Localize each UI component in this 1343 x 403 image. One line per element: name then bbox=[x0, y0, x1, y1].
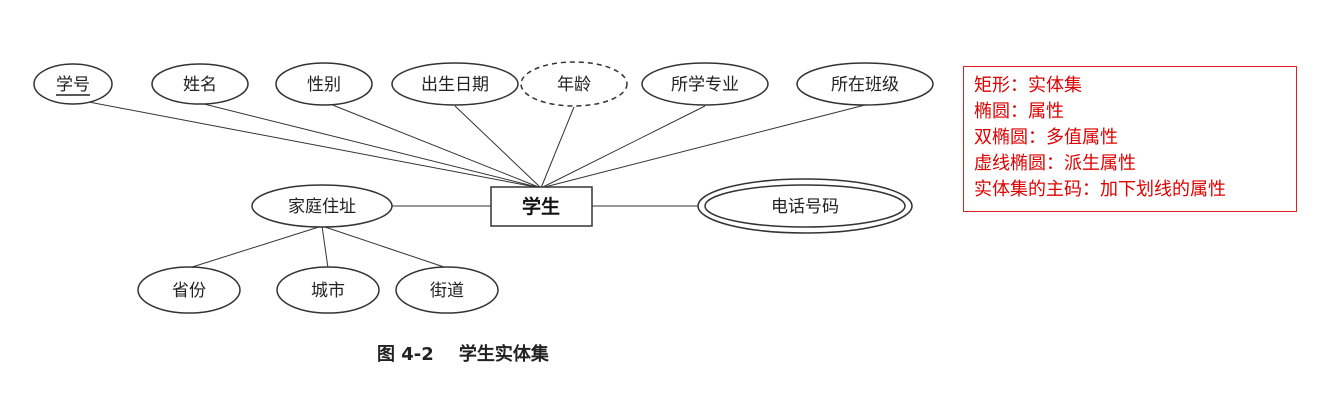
legend-box: 矩形：实体集 椭圆：属性 双椭圆：多值属性 虚线椭圆：派生属性 实体集的主码：加… bbox=[963, 66, 1297, 212]
connector-name bbox=[199, 102, 542, 189]
attribute-home-address-label: 家庭住址 bbox=[288, 197, 356, 217]
legend-double-ellipse-multivalued: 双椭圆：多值属性 bbox=[974, 127, 1118, 148]
attribute-phone: 电话号码 bbox=[697, 178, 913, 234]
connector-province bbox=[188, 225, 323, 269]
connector-street bbox=[321, 225, 448, 269]
attribute-street: 街道 bbox=[395, 266, 499, 314]
connector-age bbox=[540, 106, 575, 189]
connector-city bbox=[321, 225, 329, 269]
attribute-birth-date-label: 出生日期 bbox=[421, 75, 489, 95]
connector-lines bbox=[72, 98, 866, 269]
attribute-city: 城市 bbox=[276, 266, 380, 314]
attribute-home-address: 家庭住址 bbox=[251, 184, 393, 228]
legend-dashed-ellipse-derived: 虚线椭圆：派生属性 bbox=[974, 153, 1136, 174]
attribute-gender: 性别 bbox=[275, 62, 373, 106]
connector-class bbox=[540, 104, 866, 189]
attribute-class-label: 所在班级 bbox=[831, 75, 899, 95]
attribute-age: 年龄 bbox=[520, 61, 628, 107]
attribute-city-label: 城市 bbox=[311, 281, 345, 301]
attribute-class: 所在班级 bbox=[796, 62, 934, 106]
attribute-major: 所学专业 bbox=[641, 62, 769, 106]
connector-birth-date bbox=[454, 105, 542, 189]
attribute-street-label: 街道 bbox=[430, 281, 464, 301]
entity-student: 学生 bbox=[490, 186, 593, 227]
legend-rectangle-entity-set: 矩形：实体集 bbox=[974, 75, 1082, 96]
attribute-province-label: 省份 bbox=[172, 281, 206, 301]
entity-student-label: 学生 bbox=[522, 195, 560, 218]
legend-primary-key-underlined: 实体集的主码：加下划线的属性 bbox=[974, 179, 1226, 200]
attribute-student-id: 学号 bbox=[33, 63, 113, 105]
attribute-major-label: 所学专业 bbox=[671, 75, 739, 95]
connector-major bbox=[540, 105, 706, 189]
attribute-name-label: 姓名 bbox=[183, 75, 217, 95]
attribute-gender-label: 性别 bbox=[307, 75, 341, 95]
attribute-age-label: 年龄 bbox=[557, 75, 591, 95]
legend-ellipse-attribute: 椭圆：属性 bbox=[974, 101, 1064, 122]
connector-student-id bbox=[72, 98, 542, 189]
connector-gender bbox=[329, 103, 542, 189]
attribute-phone-label: 电话号码 bbox=[771, 197, 839, 217]
attribute-province: 省份 bbox=[137, 266, 241, 314]
attribute-name: 姓名 bbox=[151, 63, 249, 105]
figure-caption: 图 4-2 学生实体集 bbox=[377, 343, 550, 365]
attribute-birth-date: 出生日期 bbox=[391, 62, 519, 106]
attribute-student-id-label: 学号 bbox=[56, 75, 90, 95]
